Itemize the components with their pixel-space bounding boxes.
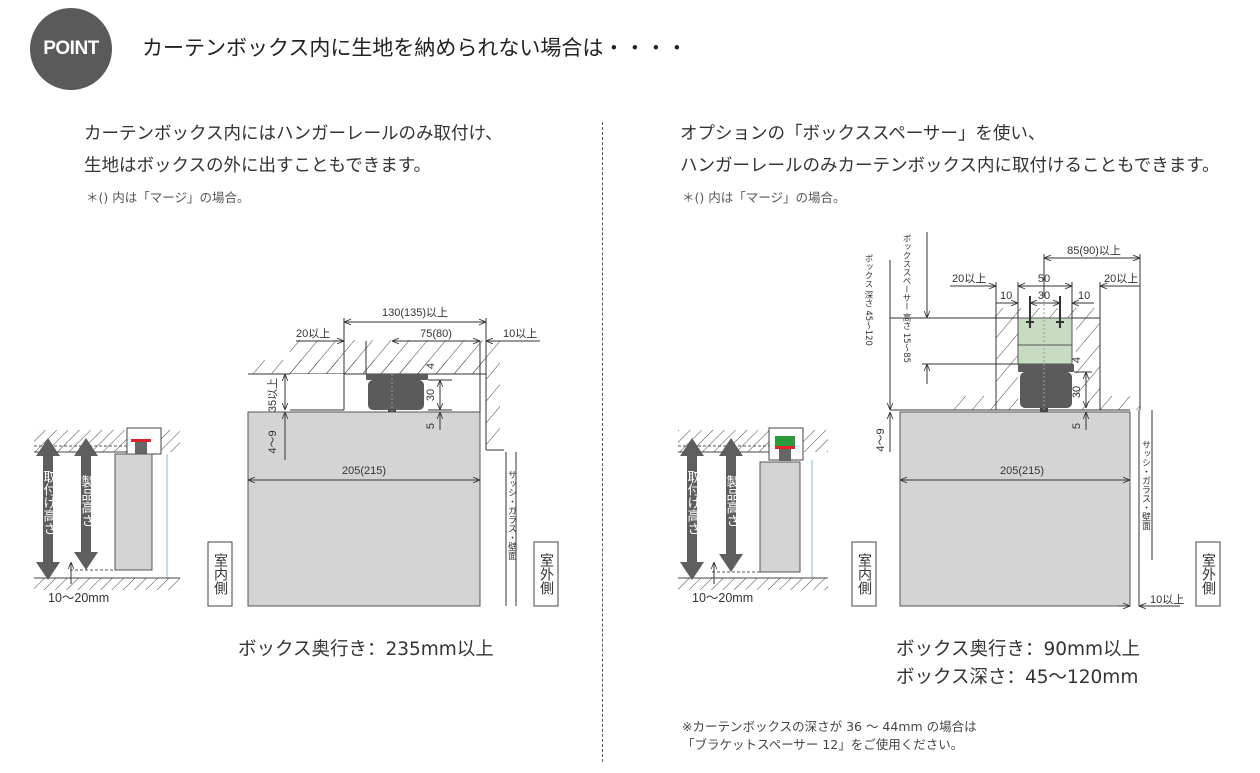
dim-right-clear: 20以上 [1104,272,1138,285]
box-spacer [1017,317,1073,365]
dim-rail-height: 30 [425,389,437,401]
mount-height-label: 取付け高さ [685,470,701,535]
left-outdoor-box [533,541,559,607]
product-height-arrow [74,438,98,570]
page-title: カーテンボックス内に生地を納められない場合は・・・・ [142,36,688,60]
rail-block [135,442,147,454]
right-intro-line-1: オプションの「ボックススペーサー」を使い、 [680,124,1046,144]
left-mini-diagram: 取付け高さ 製品高さ 10〜20mm [34,427,180,605]
dim-side-10b: 10 [1078,290,1090,302]
right-indoor-box [851,541,877,607]
right-indoor-label: 室内側 [856,552,872,595]
dim-left-clear: 20以上 [952,272,986,285]
point-badge: POINT [30,8,112,90]
dim-spacer-height: ボックススペーサー 高さ 15〜85 [901,234,911,363]
hanger-rail [368,380,424,410]
mount-height-label: 取付け高さ [41,470,57,535]
dim-fabric-gap: 4〜9 [267,430,279,453]
right-footnote: ※カーテンボックスの深さが 36 〜 44mm の場合は 「ブラケットスペーサー… [682,718,977,754]
dim-gap-top: 4 [1071,357,1083,363]
right-footnote-line-2: 「ブラケットスペーサー 12」をご使用ください。 [682,737,964,752]
right-main-diagram: サッシ・ガラス・壁面 85(90)以上 20以上 50 20以上 10 30 1… [863,232,1184,606]
green-spacer-marker [775,436,795,446]
right-spec-depth: ボックス奥行き：90mm以上 [896,639,1141,660]
left-intro: カーテンボックス内にはハンガーレールのみ取付け、 生地はボックスの外に出すことも… [84,118,503,182]
dim-fabric-gap: 4〜9 [875,428,887,451]
dim-gap-bottom: 5 [425,423,437,429]
curtain-fabric [247,411,481,607]
dim-rail-to-wall: 75(80) [420,328,452,340]
left-indoor-box [207,541,233,607]
floor-hatch [34,578,180,590]
left-main-diagram: サッシ・ガラス・壁面 130(135)以上 20以上 75(80) 10以上 3… [247,306,540,607]
right-intro: オプションの「ボックススペーサー」を使い、 ハンガーレールのみカーテンボックス内… [680,118,1220,182]
right-outdoor-label: 室外側 [1200,552,1216,595]
left-note: ＊() 内は「マージ」の場合。 [86,190,250,205]
dim-wall-clear: 10以上 [1150,593,1184,606]
curtain-fabric [899,411,1131,607]
left-spec: ボックス奥行き：235mm以上 [238,636,494,664]
dim-overall: 85(90)以上 [1067,244,1121,257]
left-sash-label: サッシ・ガラス・壁面 [506,470,517,561]
right-spec-height: ボックス深さ：45〜120mm [896,667,1139,688]
curtain-fabric [114,453,153,571]
column-divider [602,122,603,762]
left-spec-depth: ボックス奥行き：235mm以上 [238,639,494,660]
dim-fabric-depth: 205(215) [1000,465,1044,477]
dim-gap-bottom: 5 [1071,423,1083,429]
right-spec: ボックス奥行き：90mm以上 ボックス深さ：45〜120mm [896,636,1140,692]
right-intro-line-2: ハンガーレールのみカーテンボックス内に取付けることもできます。 [680,156,1220,176]
dim-gap-top: 4 [425,363,437,369]
mount-height-arrow [36,438,60,580]
dim-spacer-width: 50 [1038,273,1050,285]
hanger-rail [1020,372,1072,408]
right-footnote-line-1: ※カーテンボックスの深さが 36 〜 44mm の場合は [682,719,977,734]
dim-rail-height: 30 [1071,386,1083,398]
dim-box-depth: ボックス 深さ 45〜120 [863,254,873,346]
dim-fabric-depth: 205(215) [342,465,386,477]
right-note: ＊() 内は「マージ」の場合。 [682,190,846,205]
dim-center-30: 30 [1038,290,1050,302]
red-marker [131,439,151,442]
left-indoor-label: 室内側 [212,552,228,595]
rail-bracket [366,374,428,380]
dim-overall: 130(135)以上 [382,306,448,319]
dim-box-depth: 35以上 [266,378,279,412]
dim-left-clear: 20以上 [296,327,330,340]
right-mini-diagram: 取付け高さ 製品高さ 10〜20mm [678,427,828,605]
product-height-label: 製品高さ [79,475,95,527]
left-outdoor-label: 室外側 [538,552,554,595]
red-marker [775,446,795,449]
right-sash-label: サッシ・ガラス・壁面 [1140,440,1151,531]
dim-right-clear: 10以上 [503,327,537,340]
left-intro-line-2: 生地はボックスの外に出すこともできます。 [84,156,432,176]
floor-gap-label: 10〜20mm [48,591,109,605]
point-badge-label: POINT [43,38,99,59]
product-height-label: 製品高さ [724,475,740,527]
right-outdoor-box [1195,541,1221,607]
dim-side-10a: 10 [1000,290,1012,302]
left-intro-line-1: カーテンボックス内にはハンガーレールのみ取付け、 [84,124,503,144]
floor-gap-label: 10〜20mm [692,591,753,605]
